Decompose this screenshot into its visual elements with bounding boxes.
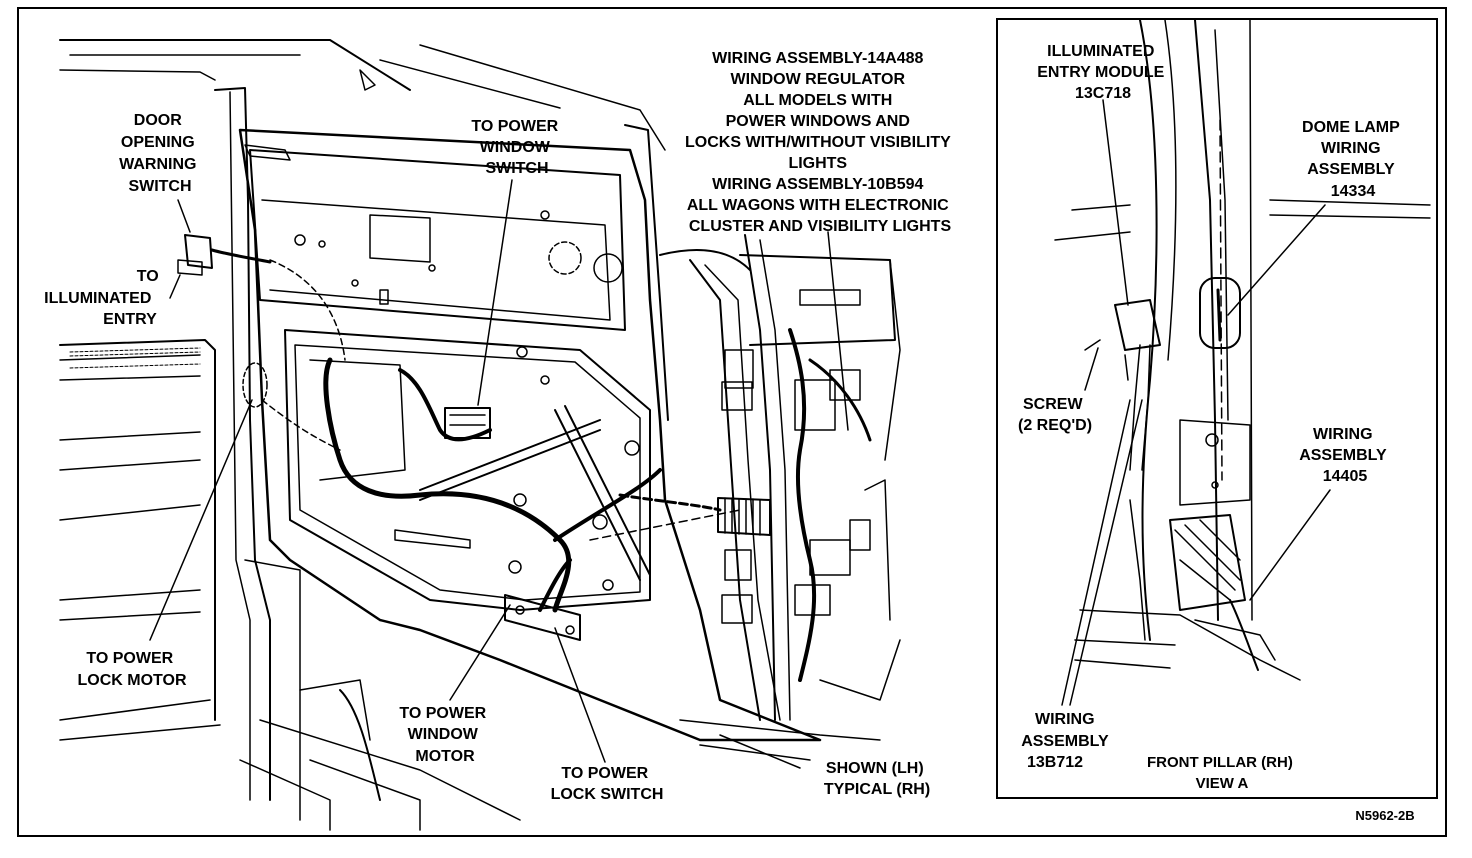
leader-wiring-14405: [1249, 489, 1331, 601]
leader-lock-switch: [554, 627, 606, 763]
label-to-power-lock-switch: TO POWER LOCK SWITCH: [551, 765, 664, 803]
label-to-illuminated-entry: TO ILLUMINATED ENTRY: [44, 268, 163, 328]
front-pillar-illustration: [1054, 19, 1431, 706]
label-to-power-lock-motor: TO POWER LOCK MOTOR: [77, 650, 186, 689]
label-wiring-assembly-main: WIRING ASSEMBLY-14A488 WINDOW REGULATOR …: [685, 50, 955, 235]
figure-code: N5962-2B: [1355, 808, 1414, 823]
leader-wiring-assembly: [827, 231, 849, 431]
label-shown-typical: SHOWN (LH) TYPICAL (RH): [824, 760, 930, 798]
wiring-boot: [717, 497, 771, 536]
label-illuminated-entry-module: ILLUMINATED ENTRY MODULE 13C718: [1037, 43, 1169, 102]
label-wiring-assembly-14405: WIRING ASSEMBLY 14405: [1299, 426, 1391, 485]
leader-window-motor: [449, 604, 511, 701]
label-door-opening-warning-switch: DOOR OPENING WARNING SWITCH: [119, 112, 201, 195]
figure-border: [17, 7, 1447, 837]
view-a-inset-border: [996, 18, 1438, 799]
label-wiring-assembly-13b712: WIRING ASSEMBLY 13B712: [1021, 711, 1113, 771]
leader-wiring-13b712-a: [1061, 399, 1131, 706]
leader-window-switch: [477, 179, 513, 406]
leader-dome-lamp: [1227, 204, 1326, 316]
label-to-power-window-switch: TO POWER WINDOW SWITCH: [471, 118, 562, 177]
label-screw: SCREW (2 REQ'D): [1018, 396, 1092, 434]
leader-entry-module: [1102, 99, 1129, 306]
leader-lock-motor: [149, 399, 253, 641]
door-illustration: [59, 39, 901, 831]
label-dome-lamp-wiring: DOME LAMP WIRING ASSEMBLY 14334: [1302, 119, 1404, 200]
leader-illuminated-entry: [169, 274, 181, 299]
label-to-power-window-motor: TO POWER WINDOW MOTOR: [399, 705, 490, 765]
leader-door-switch: [177, 199, 191, 233]
leader-screw: [1084, 347, 1099, 391]
leader-wiring-13b712-b: [1069, 399, 1143, 706]
label-front-pillar-view-a: FRONT PILLAR (RH) VIEW A: [1147, 754, 1297, 792]
leader-shown-typical: [719, 734, 801, 769]
